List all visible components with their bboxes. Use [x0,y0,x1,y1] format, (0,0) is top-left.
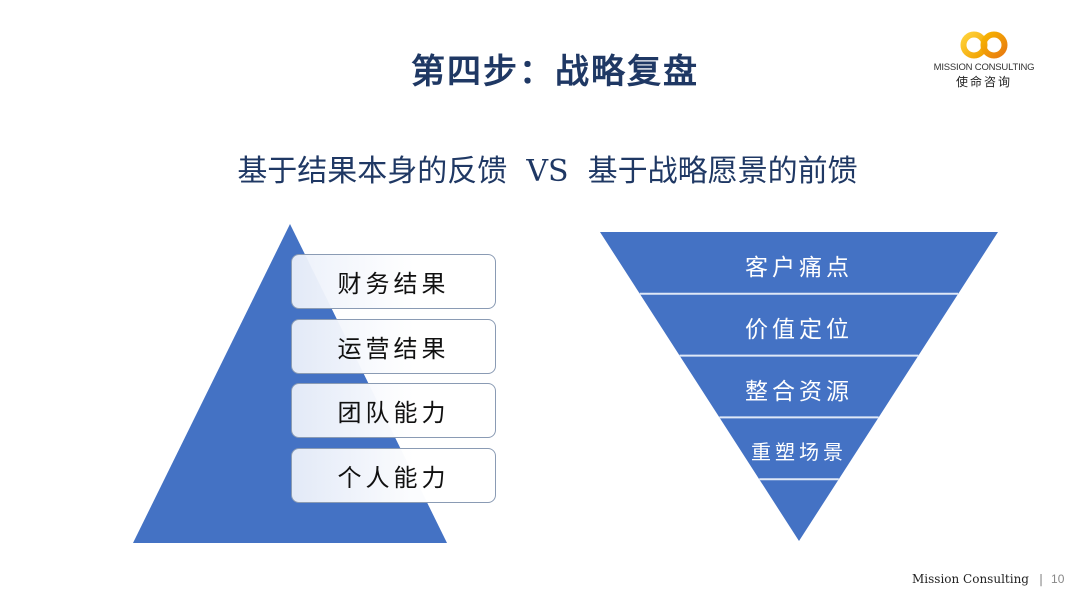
funnel-dividers [639,292,959,481]
footer-brand: Mission Consulting [912,572,1029,586]
logo-name-cn: 使命咨询 [955,75,1012,89]
company-logo: MISSION CONSULTING 使命咨询 [928,30,1040,90]
footer: Mission Consulting | 10 [912,572,1064,586]
pyramid-item: 财务结果 [291,254,496,309]
pyramid-item-label: 个人能力 [337,464,450,492]
pyramid-item-label: 财务结果 [337,270,450,298]
pyramid-item: 团队能力 [291,383,496,438]
funnel-band-label: 价值定位 [745,317,853,343]
logo-name-en: MISSION CONSULTING [933,62,1035,73]
right-funnel-triangle [600,232,998,541]
funnel-band-label: 客户痛点 [745,255,853,281]
infinity-rings-logo-icon [960,31,1008,59]
footer-separator: | [1038,572,1044,586]
page-subtitle: 基于结果本身的反馈 VS 基于战略愿景的前馈 [237,154,858,189]
page-title: 第四步：战略复盘 [411,52,699,92]
pyramid-item-label: 运营结果 [337,335,450,363]
page-number: 10 [1051,572,1065,586]
pyramid-item: 个人能力 [291,448,496,503]
funnel-band-label: 整合资源 [745,379,853,405]
funnel-band-label: 重塑场景 [751,440,847,464]
pyramid-item-label: 团队能力 [337,399,450,427]
pyramid-item: 运营结果 [291,319,496,374]
